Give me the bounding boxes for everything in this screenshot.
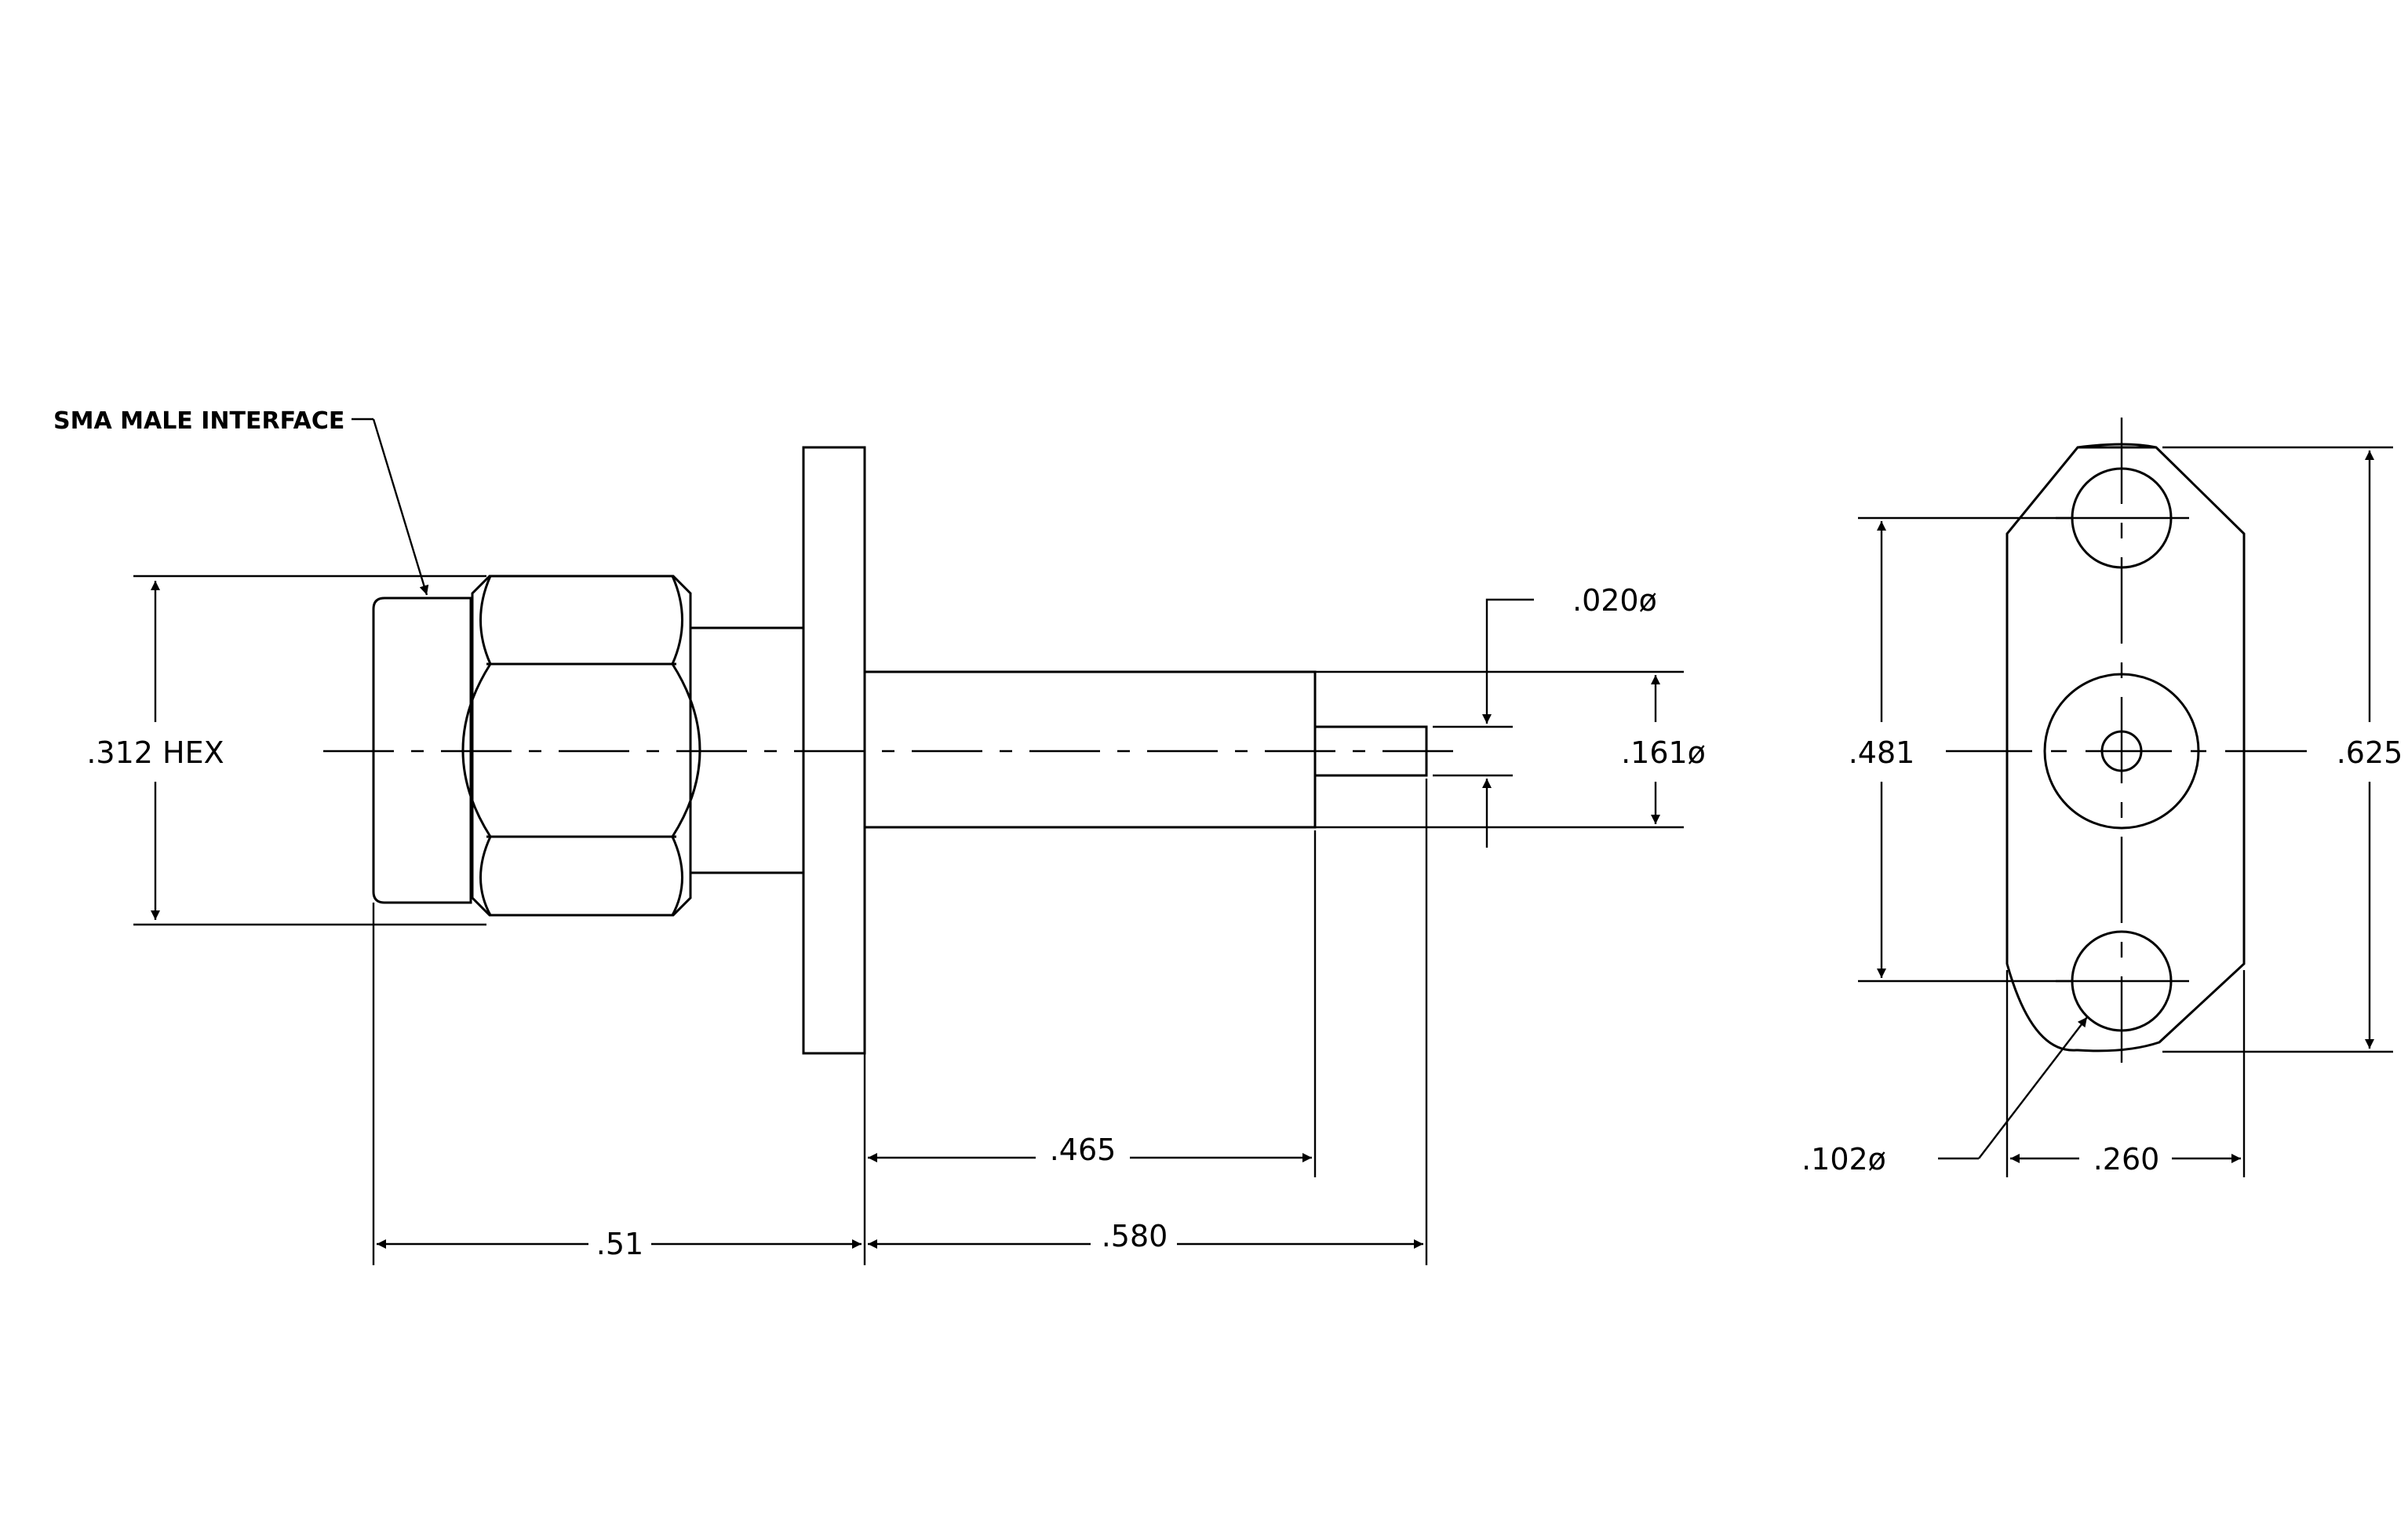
end-view: .481 .625 .102ø .260 <box>1801 418 2403 1177</box>
flange-outline <box>2005 446 2246 1053</box>
dim-hex-label: .312 HEX <box>86 735 224 770</box>
dim-pin-dia-label: .020ø <box>1572 583 1657 618</box>
dim-overall-length-label: .580 <box>1102 1219 1168 1253</box>
neck <box>690 626 803 874</box>
dim-hole-spacing-label: .481 <box>1849 735 1915 770</box>
dim-hole-dia-label: .102ø <box>1801 1142 1886 1177</box>
dim-body-length-label: .465 <box>1050 1133 1117 1167</box>
dim-body-dia-label: .161ø <box>1621 735 1706 770</box>
dim-flange-height-label: .625 <box>2337 735 2403 770</box>
dim-length-flange-label: .51 <box>596 1227 643 1261</box>
coupling-nut <box>372 575 701 917</box>
body <box>863 670 1317 829</box>
dim-flange-width-label: .260 <box>2093 1142 2160 1177</box>
note-interface: SMA MALE INTERFACE <box>53 407 344 435</box>
side-view: .312 HEX .020ø .161ø .465 .51 .580 SMA M… <box>53 407 1706 1265</box>
